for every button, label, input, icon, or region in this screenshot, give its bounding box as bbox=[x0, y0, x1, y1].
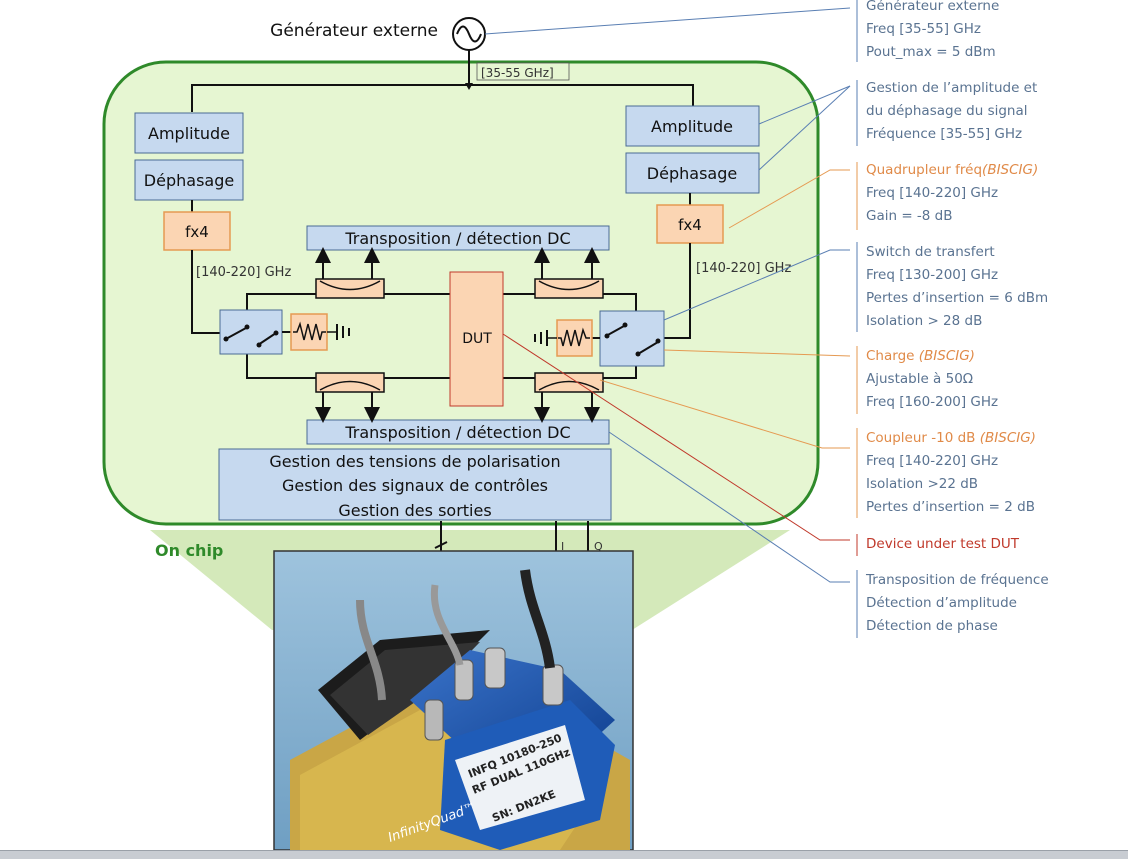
annotation-coupler-title-italic: (BISCIG) bbox=[979, 430, 1036, 446]
management-line1: Gestion des tensions de polarisation bbox=[269, 452, 560, 471]
io-label-i: I bbox=[561, 540, 564, 553]
annotation-dut: Device under test DUT bbox=[866, 533, 1019, 556]
dut-block bbox=[449, 271, 504, 407]
right-amplitude-label: Amplitude bbox=[651, 117, 733, 136]
left-to-switch-line bbox=[191, 250, 220, 334]
left-phase-block bbox=[134, 159, 244, 201]
annotation-quad-l2: Freq [140-220] GHz bbox=[866, 185, 999, 201]
annotation-transpo-l3: Détection de phase bbox=[866, 618, 998, 634]
annotation-coupler: Coupleur -10 dB (BISCIG) Freq [140-220] … bbox=[866, 427, 1036, 519]
left-phase-label: Déphasage bbox=[144, 171, 234, 190]
right-band-label: [140-220] GHz bbox=[696, 261, 791, 276]
annotation-quadrupler: Quadrupleur fréq(BISCIG) Freq [140-220] … bbox=[866, 159, 1038, 228]
coupler-bottom-right bbox=[534, 372, 604, 393]
management-line3: Gestion des sorties bbox=[338, 501, 491, 520]
annotation-transposition: Transposition de fréquence Détection d’a… bbox=[866, 569, 1049, 638]
coupler-arrows bbox=[315, 247, 600, 423]
annotation-switch-l3: Pertes d’insertion = 6 dBm bbox=[866, 290, 1049, 306]
right-phase-label: Déphasage bbox=[647, 164, 737, 183]
annotation-amp-phase-l2: du déphasage du signal bbox=[866, 103, 1028, 119]
bottom-status-bar bbox=[0, 850, 1128, 859]
leader-lines bbox=[484, 7, 851, 583]
coupler-bottom-left bbox=[315, 372, 385, 393]
dut-label: DUT bbox=[462, 331, 492, 347]
annotation-charge-title: Charge bbox=[866, 348, 919, 364]
left-load-resistor-icon bbox=[290, 313, 350, 351]
management-block bbox=[218, 448, 612, 521]
generator-band: [35-55 GHz] bbox=[481, 66, 554, 80]
annotation-charge-l2: Ajustable à 50Ω bbox=[866, 371, 974, 387]
generator-label: Générateur externe bbox=[270, 21, 438, 41]
annotation-transpo-l2: Détection d’amplitude bbox=[866, 595, 1017, 611]
generator-sine-icon bbox=[452, 17, 486, 51]
right-to-switch-line bbox=[664, 243, 691, 339]
annotation-switch-l1: Switch de transfert bbox=[866, 244, 995, 260]
io-label-q: Q bbox=[594, 540, 603, 553]
management-line2: Gestion des signaux de contrôles bbox=[282, 476, 548, 495]
right-phase-block bbox=[625, 152, 760, 194]
annotation-amp-phase: Gestion de l’amplitude et du déphasage d… bbox=[866, 77, 1037, 146]
left-amplitude-block bbox=[134, 112, 244, 154]
left-switch-icon bbox=[219, 309, 283, 355]
right-fx4-label: fx4 bbox=[678, 216, 702, 234]
feed-junction bbox=[465, 83, 473, 90]
annotation-dut-l1: Device under test DUT bbox=[866, 536, 1020, 552]
left-fx4-block bbox=[163, 211, 231, 251]
annotation-switch-l2: Freq [130-200] GHz bbox=[866, 267, 999, 283]
annotation-amp-phase-l3: Fréquence [35-55] GHz bbox=[866, 126, 1023, 142]
annotation-coupler-l4: Pertes d’insertion = 2 dB bbox=[866, 499, 1035, 515]
annotation-charge-l3: Freq [160-200] GHz bbox=[866, 394, 999, 410]
right-switch-icon bbox=[599, 310, 665, 367]
band-label-box bbox=[476, 62, 570, 81]
coupler-top-right bbox=[534, 278, 604, 299]
annotation-generator-l2: Freq [35-55] GHz bbox=[866, 21, 981, 37]
annotation-coupler-title: Coupleur -10 dB bbox=[866, 430, 980, 446]
right-fx4-block bbox=[656, 204, 724, 244]
annotation-quad-title: Quadrupleur fréq bbox=[866, 162, 983, 178]
left-amplitude-label: Amplitude bbox=[148, 124, 230, 143]
probe-photo: INFQ 10180-250 RF DUAL 110GHz SN: DN2KE … bbox=[273, 550, 634, 851]
transposition-top-block bbox=[306, 225, 610, 251]
annotation-generator-l1: Générateur externe bbox=[866, 0, 1000, 14]
right-load-resistor-icon bbox=[534, 319, 593, 357]
right-amplitude-block bbox=[625, 105, 760, 147]
annotation-switch-l4: Isolation > 28 dB bbox=[866, 313, 983, 329]
annotation-quad-title-italic: (BISCIG) bbox=[982, 162, 1039, 178]
annotation-amp-phase-l1: Gestion de l’amplitude et bbox=[866, 80, 1038, 96]
annotation-charge-title-italic: (BISCIG) bbox=[918, 348, 975, 364]
annotation-quad-l3: Gain = -8 dB bbox=[866, 208, 953, 224]
annotation-transpo-l1: Transposition de fréquence bbox=[866, 572, 1049, 588]
annotation-switch: Switch de transfert Freq [130-200] GHz P… bbox=[866, 241, 1048, 333]
left-fx4-label: fx4 bbox=[185, 223, 209, 241]
annotation-coupler-l2: Freq [140-220] GHz bbox=[866, 453, 999, 469]
left-band-label: [140-220] GHz bbox=[196, 265, 291, 280]
transposition-bottom-label: Transposition / détection DC bbox=[344, 423, 570, 442]
annotation-generator-l3: Pout_max = 5 dBm bbox=[866, 44, 996, 60]
on-chip-label: On chip bbox=[155, 541, 223, 560]
annotation-coupler-l3: Isolation >22 dB bbox=[866, 476, 979, 492]
transposition-top-label: Transposition / détection DC bbox=[344, 229, 570, 248]
annotation-generator: Générateur externe Freq [35-55] GHz Pout… bbox=[866, 0, 999, 64]
top-feed-line bbox=[191, 84, 694, 112]
annotation-charge: Charge (BISCIG) Ajustable à 50Ω Freq [16… bbox=[866, 345, 998, 414]
transposition-bottom-block bbox=[306, 419, 610, 445]
coupler-top-left bbox=[315, 278, 385, 299]
